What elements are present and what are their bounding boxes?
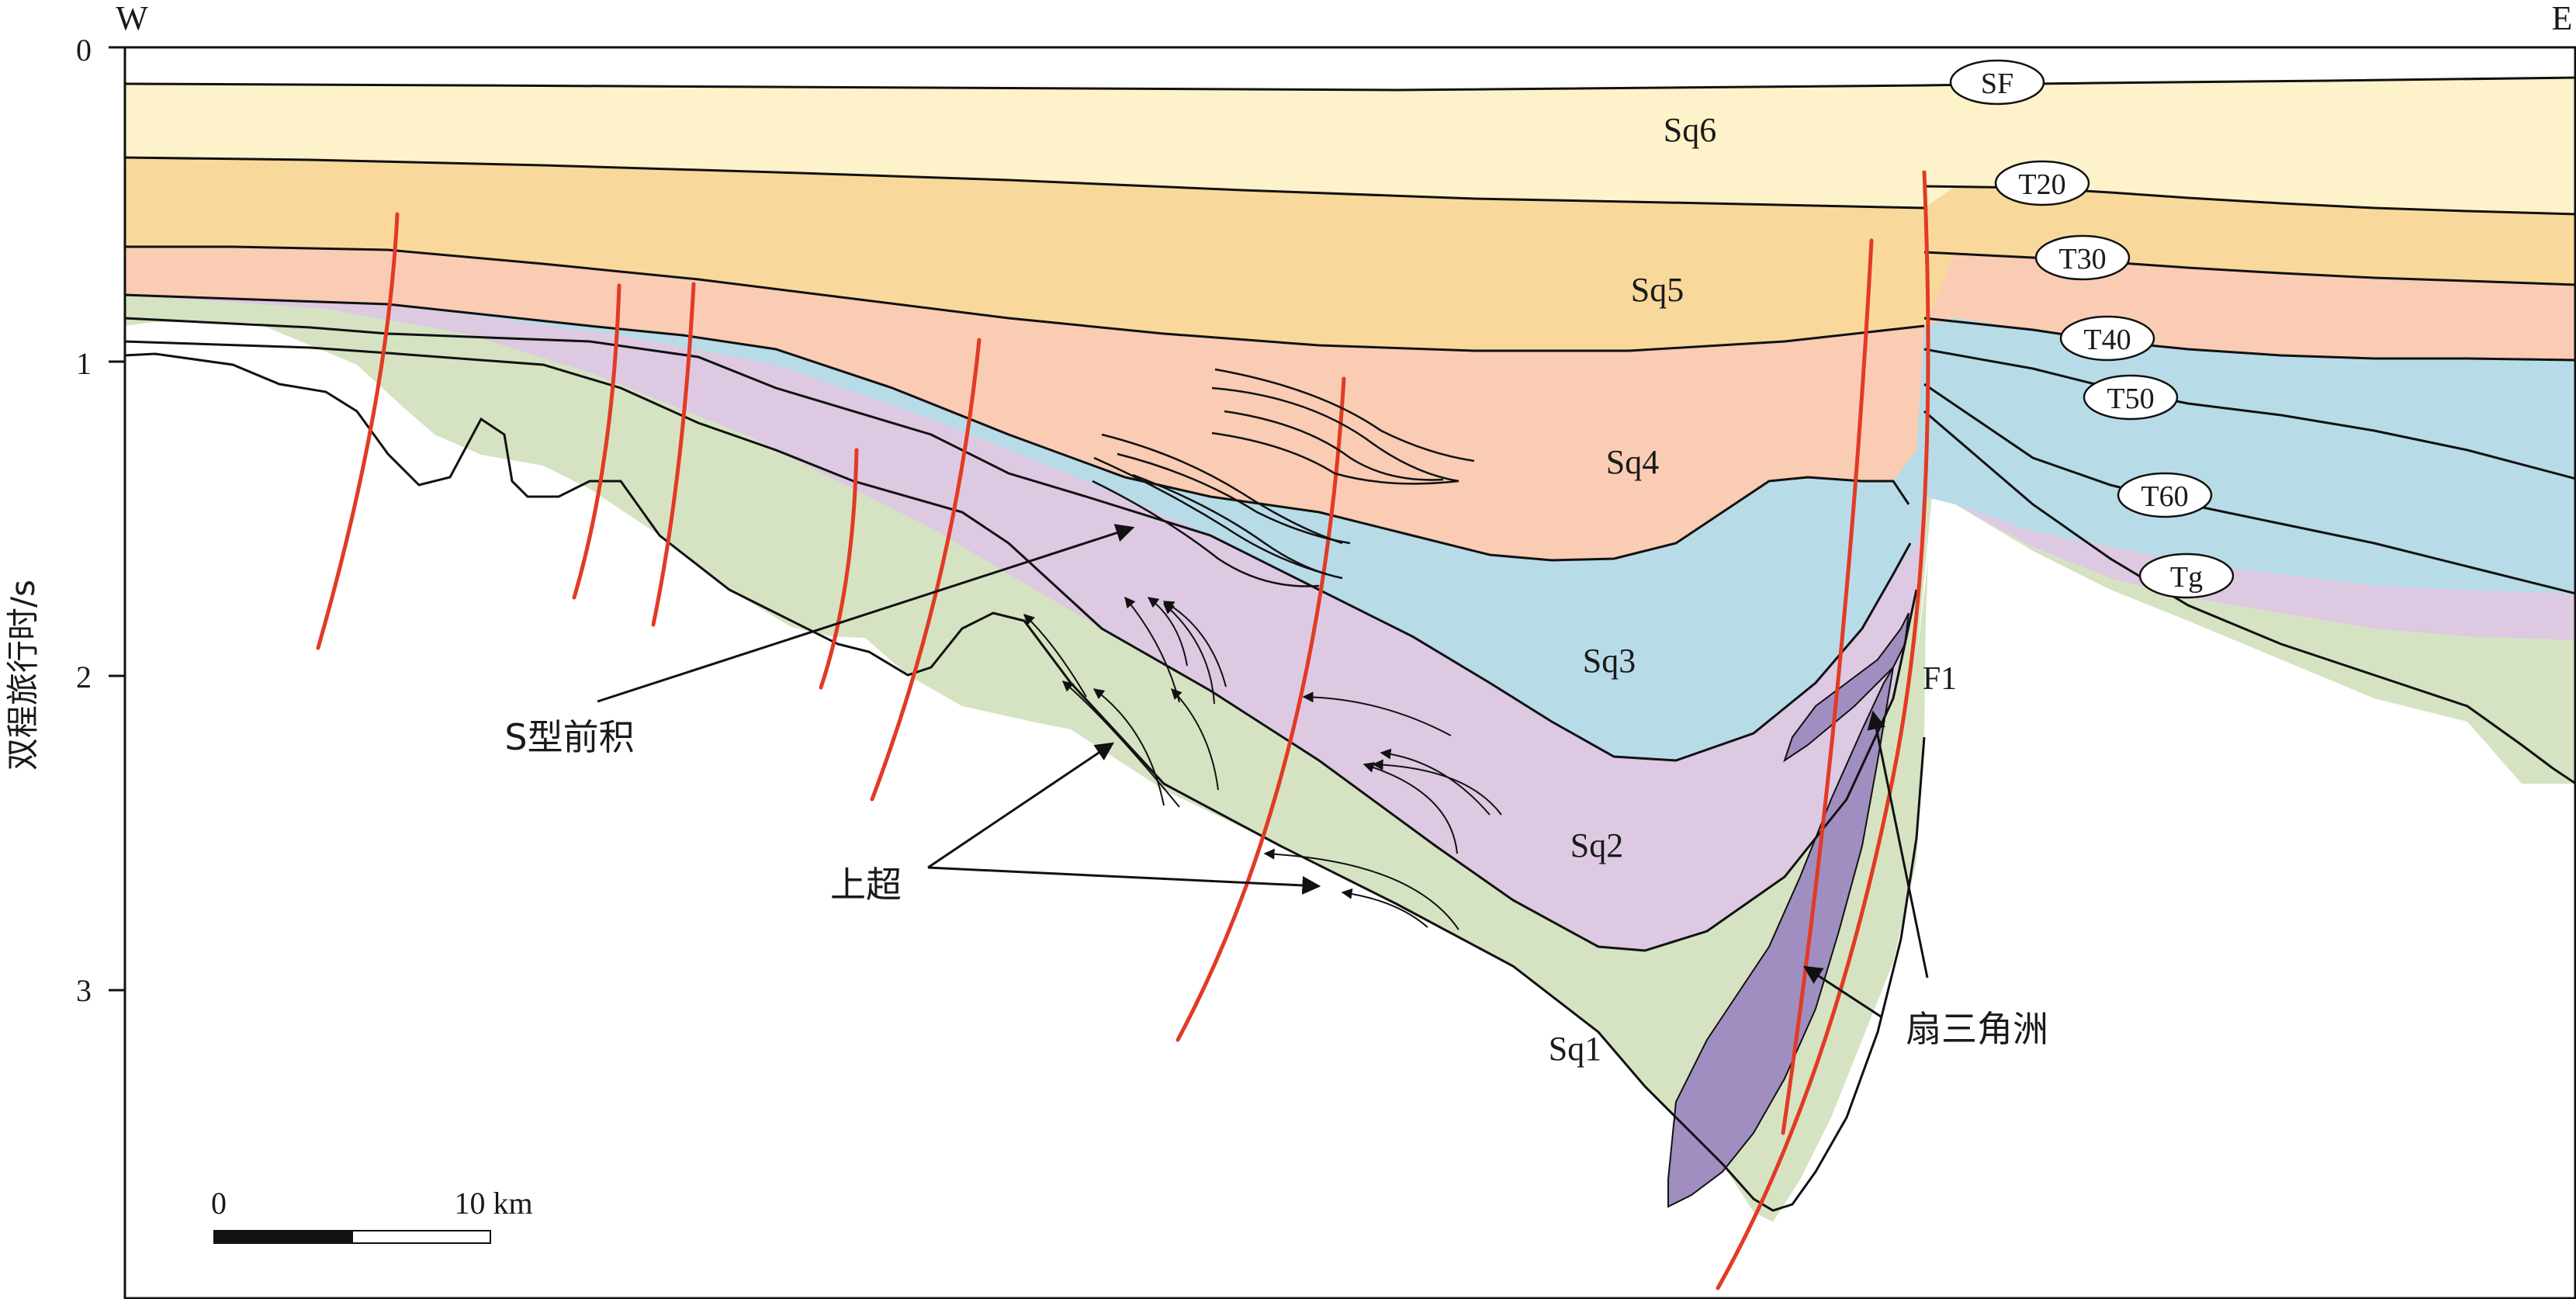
prograding-reflector (1117, 452, 1351, 545)
onlap-arrow (1162, 603, 1215, 705)
horizon-tag-sf: SF (1949, 59, 2045, 106)
sq6-label: Sq6 (1664, 111, 1716, 149)
fault-1 (316, 212, 400, 650)
fault-f1 (1716, 170, 1930, 1290)
prograding-reflector (1093, 456, 1328, 576)
axis-tick-label-0: 0 (76, 33, 92, 68)
tg-horizon (124, 352, 1926, 1212)
onlap-arrow (1061, 681, 1180, 808)
svg-text:T40: T40 (2083, 324, 2131, 356)
onlap-arrow (1302, 691, 1452, 736)
prograding-reflector (1224, 410, 1444, 481)
scale-bar: 0 10 km (211, 1186, 533, 1244)
prograding-reflector (1092, 480, 1320, 587)
fan-delta-pointer-arrow-upper (1867, 710, 1929, 979)
onlap-pointer-arrow-lower (927, 866, 1321, 895)
sq3-label: Sq3 (1583, 642, 1636, 680)
onlap-arrow (1263, 848, 1459, 930)
onlap-arrow (1147, 597, 1188, 667)
prograding-label: S型前积 (504, 716, 634, 758)
section-frame (123, 46, 2576, 1299)
svg-text:T50: T50 (2107, 383, 2154, 415)
prograding-reflector (1214, 368, 1475, 462)
sq1-label: Sq1 (1549, 1030, 1601, 1068)
svg-text:T30: T30 (2058, 243, 2106, 275)
t40-horizon (124, 293, 1910, 562)
t60-horizon-east (1923, 383, 2576, 595)
t40-horizon-east (1923, 317, 2576, 362)
fault-3 (651, 282, 696, 627)
onlap-arrow (1171, 688, 1219, 791)
onlap-pointer-arrow-upper (927, 742, 1114, 869)
svg-text:Tg: Tg (2170, 561, 2203, 594)
fan-delta-label: 扇三角洲 (1906, 1008, 2048, 1050)
horizon-tag-t40: T40 (2059, 315, 2155, 362)
fan-delta-pointer-arrow-lower (1802, 965, 1882, 1018)
horizon-tag-t20: T20 (1994, 160, 2090, 206)
svg-text:T20: T20 (2018, 168, 2065, 201)
fault-6 (1175, 376, 1346, 1042)
prograding-reflector (1101, 433, 1343, 545)
horizon-tag-t30: T30 (2034, 234, 2131, 281)
t30-horizon (124, 245, 1925, 352)
prograding-pointer-arrow (597, 524, 1135, 703)
onlap-arrow (1162, 601, 1227, 688)
axis-title: 双程旅行时/s (4, 580, 42, 771)
t20-horizon (124, 156, 1925, 210)
sq5-label: Sq5 (1631, 271, 1684, 309)
svg-text:SF: SF (1981, 68, 2013, 100)
fault-4 (819, 448, 859, 690)
scale-bar-start: 0 (211, 1186, 227, 1221)
sf-horizon (124, 76, 2576, 92)
prograding-reflector (1211, 431, 1459, 485)
axis-tick-label-1: 1 (76, 346, 92, 381)
east-label: E (2552, 0, 2573, 37)
fault-7 (1781, 238, 1874, 1135)
sq2-label: Sq2 (1570, 826, 1623, 864)
sq4-label: Sq4 (1606, 443, 1659, 481)
west-label: W (116, 0, 148, 37)
prograding-reflector (1211, 386, 1459, 483)
onlap-arrow (1380, 748, 1491, 816)
fault-f1-label: F1 (1923, 661, 1957, 697)
svg-text:T60: T60 (2141, 480, 2188, 513)
onlap-arrow (1341, 888, 1428, 928)
axis-tick-label-3: 3 (76, 973, 92, 1008)
horizon-tag-t60: T60 (2117, 472, 2213, 518)
horizon-tag-tg: Tg (2138, 553, 2235, 599)
t50-horizon-east (1923, 348, 2576, 480)
scale-bar-end: 10 km (454, 1186, 532, 1221)
onlap-arrow (1372, 759, 1502, 816)
onlap-label: 上超 (830, 864, 902, 906)
fault-2 (572, 283, 621, 600)
onlap-arrow (1023, 614, 1087, 698)
t60-horizon (124, 340, 1918, 952)
axis-tick-label-2: 2 (76, 660, 92, 695)
tg-horizon-east (1923, 410, 2576, 785)
horizon-tag-t50: T50 (2083, 374, 2179, 421)
prograding-reflector (1132, 473, 1343, 580)
onlap-arrow (1362, 762, 1458, 854)
fault-5 (870, 338, 982, 802)
onlap-arrow (1092, 688, 1165, 806)
